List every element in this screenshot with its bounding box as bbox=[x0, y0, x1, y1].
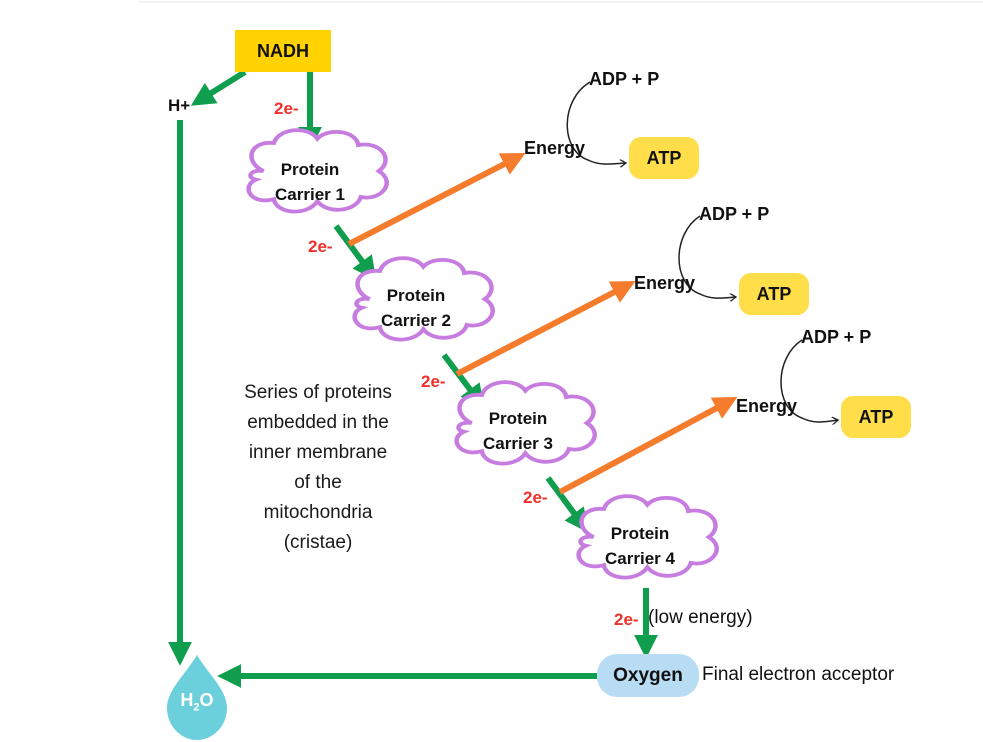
arrow-nadh-to-hplus bbox=[190, 69, 247, 106]
water-h: H bbox=[180, 690, 194, 710]
description-line: Series of proteins bbox=[244, 382, 392, 403]
carrier-3-line1: Protein bbox=[488, 409, 548, 428]
carrier-4-line1: Protein bbox=[610, 524, 670, 543]
description-line: inner membrane bbox=[248, 442, 388, 463]
final-acceptor-label: Final electron acceptor bbox=[702, 664, 895, 685]
adp-label-2: ADP + P bbox=[699, 204, 770, 224]
protein-carrier-4: Protein Carrier 4 bbox=[580, 521, 700, 571]
oxygen-box: Oxygen bbox=[597, 654, 699, 697]
description-line: of the bbox=[294, 472, 342, 493]
energy-arrow-2 bbox=[455, 281, 636, 377]
nadh-box: NADH bbox=[235, 30, 331, 72]
carrier-2-line2: Carrier 2 bbox=[381, 311, 451, 330]
energy-label-1: Energy bbox=[524, 138, 586, 158]
energy-arrow-3 bbox=[558, 396, 738, 495]
carrier-1-line1: Protein bbox=[280, 160, 340, 179]
atp-box-3: ATP bbox=[841, 396, 911, 438]
description-text: Series of proteins embedded in the inner… bbox=[210, 378, 426, 558]
arrow-carrier3-to-carrier4 bbox=[545, 476, 589, 533]
description-line: embedded in the bbox=[247, 412, 389, 433]
carrier-4-line2: Carrier 4 bbox=[605, 549, 675, 568]
description-line: (cristae) bbox=[283, 532, 353, 553]
carrier-2-line1: Protein bbox=[386, 286, 446, 305]
energy-arrow-1 bbox=[347, 153, 526, 247]
water-label: H2O bbox=[166, 690, 228, 714]
protein-carrier-2: Protein Carrier 2 bbox=[356, 283, 476, 333]
atp-box-1: ATP bbox=[629, 137, 699, 179]
electron-label-1: 2e- bbox=[274, 99, 299, 118]
atp-box-2: ATP bbox=[739, 273, 809, 315]
water-drop-icon bbox=[167, 655, 227, 740]
protein-carrier-3: Protein Carrier 3 bbox=[458, 406, 578, 456]
protein-carrier-1: Protein Carrier 1 bbox=[250, 157, 370, 207]
electron-label-3: 2e- bbox=[421, 372, 446, 391]
adp-curve-2 bbox=[678, 215, 736, 298]
adp-label-3: ADP + P bbox=[801, 327, 872, 347]
electron-label-2: 2e- bbox=[308, 237, 333, 256]
arrow-carrier1-to-carrier2 bbox=[333, 224, 377, 281]
description-line: mitochondria bbox=[263, 502, 373, 523]
adp-curve-3 bbox=[780, 339, 838, 422]
h-plus-label: H+ bbox=[168, 96, 191, 115]
carrier-1-line2: Carrier 1 bbox=[275, 185, 345, 204]
adp-curve-1 bbox=[566, 81, 626, 164]
water-sub: 2 bbox=[193, 701, 200, 714]
carrier-3-line2: Carrier 3 bbox=[483, 434, 553, 453]
energy-label-3: Energy bbox=[736, 396, 798, 416]
energy-label-2: Energy bbox=[634, 273, 696, 293]
electron-label-4: 2e- bbox=[523, 488, 548, 507]
water-o: O bbox=[199, 690, 214, 710]
low-energy-label: (low energy) bbox=[648, 607, 753, 628]
arrow-carrier2-to-carrier3 bbox=[441, 353, 485, 409]
electron-label-5: 2e- bbox=[614, 610, 639, 629]
adp-label-1: ADP + P bbox=[589, 69, 660, 89]
